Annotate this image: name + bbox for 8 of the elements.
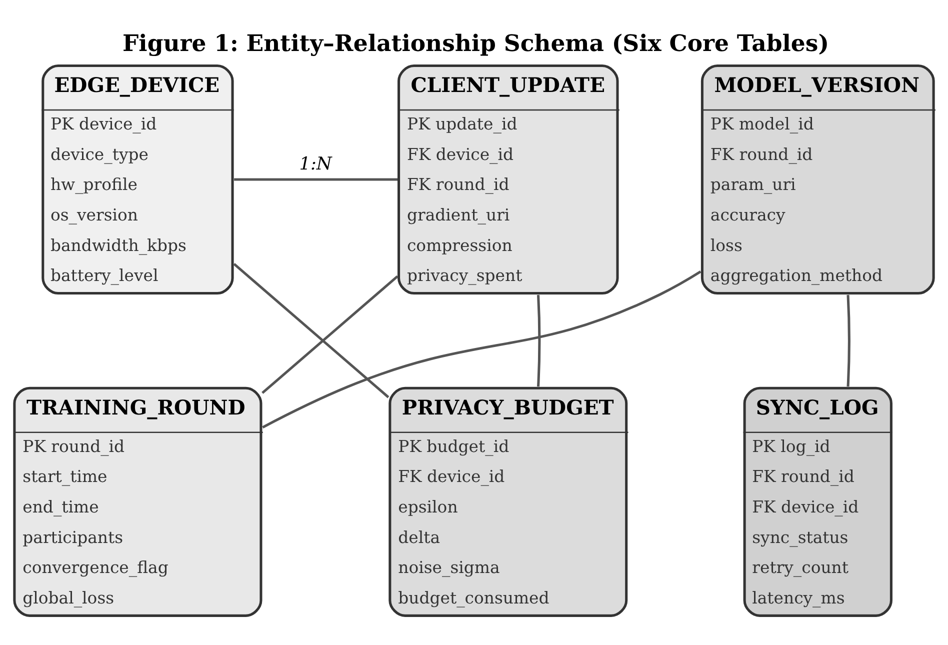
edge-label: 1:N	[299, 154, 332, 174]
diagram-title: Figure 1: Entity–Relationship Schema (Six Core Tables)	[122, 30, 829, 57]
connector	[536, 294, 541, 386]
connector	[234, 178, 398, 180]
connector	[262, 274, 398, 394]
connector	[262, 270, 702, 428]
connector	[846, 294, 850, 386]
connector	[233, 262, 390, 398]
